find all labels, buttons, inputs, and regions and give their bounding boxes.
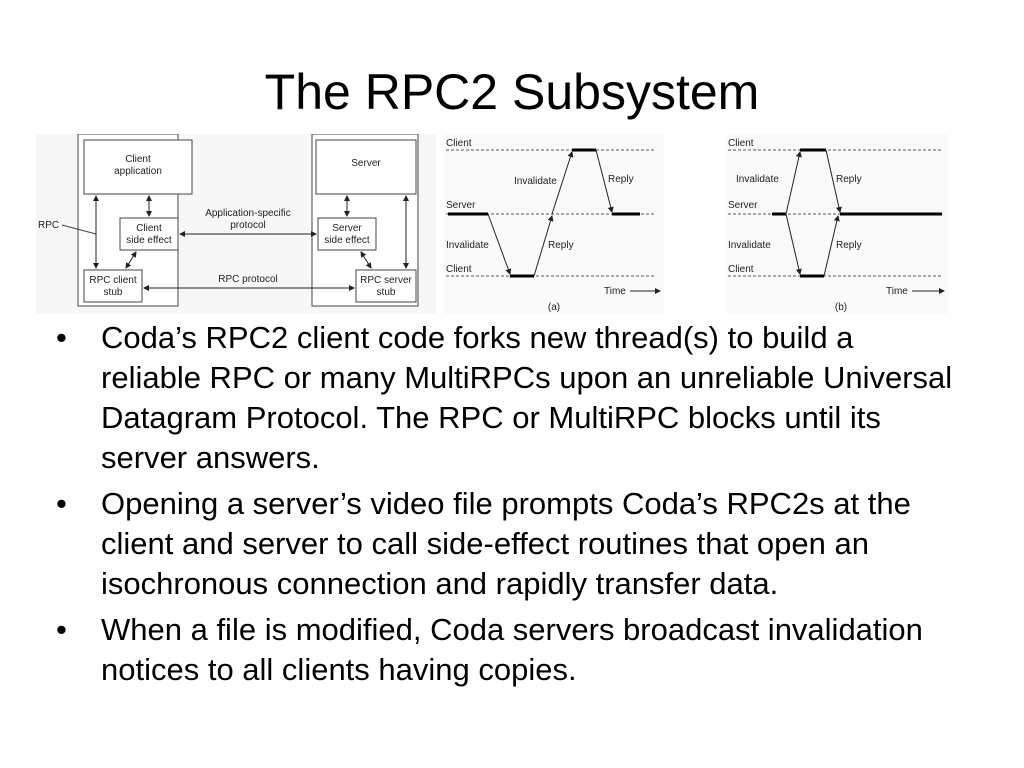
svg-text:Client: Client	[136, 223, 162, 234]
architecture-diagram: Client application Client side effect RP…	[36, 134, 436, 314]
svg-text:Invalidate: Invalidate	[728, 240, 771, 251]
svg-text:RPC server: RPC server	[360, 275, 412, 286]
svg-text:Time: Time	[886, 286, 908, 297]
svg-text:Reply: Reply	[608, 174, 634, 185]
bullet-text: Opening a server’s video file prompts Co…	[101, 486, 911, 601]
svg-text:Server: Server	[332, 223, 362, 234]
svg-text:Invalidate: Invalidate	[446, 240, 489, 251]
svg-text:Invalidate: Invalidate	[514, 176, 557, 187]
svg-text:Client: Client	[446, 138, 472, 149]
svg-text:RPC client: RPC client	[89, 275, 136, 286]
svg-text:Invalidate: Invalidate	[736, 174, 779, 185]
timing-diagram-b: Client Server Invalidate Client Invalida…	[726, 134, 948, 314]
svg-text:Reply: Reply	[548, 240, 574, 251]
bullet-item: • Coda’s RPC2 client code forks new threa…	[56, 318, 956, 478]
rpc2-figure: Client application Client side effect RP…	[36, 134, 948, 314]
server-side-effect-box	[317, 217, 377, 251]
svg-text:Server: Server	[351, 158, 381, 169]
server-box	[315, 139, 417, 195]
svg-text:Client: Client	[728, 138, 754, 149]
svg-text:Client: Client	[446, 264, 472, 275]
svg-text:side effect: side effect	[324, 235, 370, 246]
svg-text:stub: stub	[377, 287, 396, 298]
bullet-item: • Opening a server’s video file prompts C…	[56, 484, 956, 604]
svg-text:RPC protocol: RPC protocol	[218, 274, 277, 285]
svg-text:Client: Client	[728, 264, 754, 275]
rpc-client-stub-box	[83, 269, 143, 303]
client-application-label: Client	[125, 154, 151, 165]
bullet-marker: •	[56, 320, 67, 355]
svg-text:Server: Server	[728, 200, 758, 211]
slide-title: The RPC2 Subsystem	[264, 64, 760, 120]
bullet-marker: •	[56, 486, 67, 521]
svg-text:application: application	[114, 166, 162, 177]
bullet-list: • Coda’s RPC2 client code forks new threa…	[56, 318, 956, 696]
svg-text:Reply: Reply	[836, 240, 862, 251]
bullet-text: When a file is modified, Coda servers br…	[101, 612, 923, 687]
svg-text:side effect: side effect	[126, 235, 172, 246]
bullet-marker: •	[56, 612, 67, 647]
svg-text:Reply: Reply	[836, 174, 862, 185]
rpc-server-stub-box	[355, 269, 417, 303]
svg-text:Time: Time	[604, 286, 626, 297]
client-side-effect-box	[119, 217, 179, 251]
svg-text:(b): (b)	[835, 302, 847, 313]
bullet-item: • When a file is modified, Coda servers b…	[56, 610, 956, 690]
svg-text:stub: stub	[104, 287, 123, 298]
client-application-box	[83, 139, 193, 195]
svg-text:Server: Server	[446, 200, 476, 211]
svg-text:protocol: protocol	[230, 220, 266, 231]
timing-diagram-a: Client Server Invalidate Client Reply In…	[444, 134, 664, 314]
svg-text:Application-specific: Application-specific	[205, 208, 291, 219]
bullet-text: Coda’s RPC2 client code forks new thread…	[101, 320, 953, 475]
svg-text:(a): (a)	[548, 302, 560, 313]
svg-text:RPC: RPC	[38, 220, 59, 231]
